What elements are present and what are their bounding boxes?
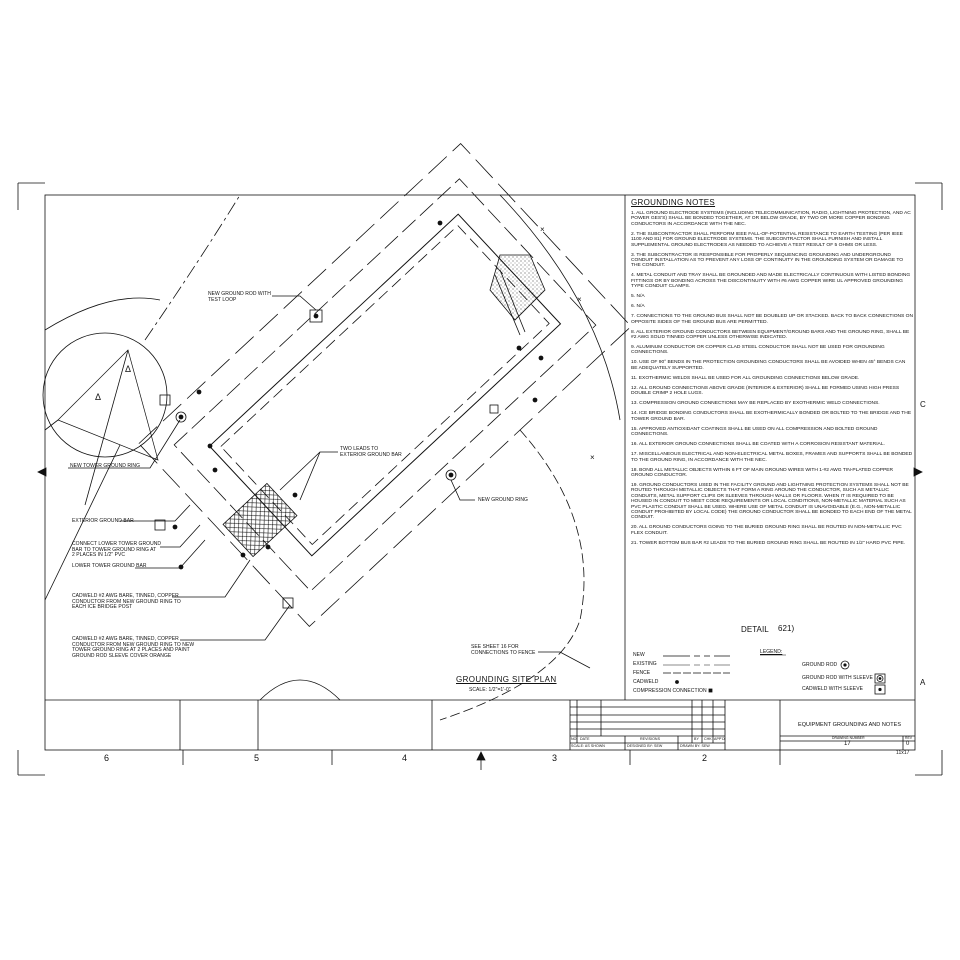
legend-cadweld-sleeve: CADWELD WITH SLEEVE xyxy=(802,686,863,692)
legend-existing: EXISTING xyxy=(633,661,657,667)
rev-by-header: BY xyxy=(694,737,699,741)
grounding-note: 1. ALL GROUND ELECTRODE SYSTEMS (INCLUDI… xyxy=(631,211,911,227)
grid-column-2: 2 xyxy=(702,753,708,763)
grounding-note: 14. ICE BRIDGE BONDING CONDUCTORS SHALL … xyxy=(631,411,912,422)
svg-text:×: × xyxy=(577,295,582,304)
rev-label: REV xyxy=(905,736,913,740)
grounding-note: 19. GROUND CONDUCTORS USED IN THE FACILI… xyxy=(631,482,912,521)
notes-list: 1. ALL GROUND ELECTRODE SYSTEMS (INCLUDI… xyxy=(631,211,913,546)
grounding-notes: GROUNDING NOTES 1. ALL GROUND ELECTRODE … xyxy=(631,198,913,551)
sheet-title: EQUIPMENT GROUNDING AND NOTES xyxy=(798,722,902,728)
grid-column-3: 3 xyxy=(552,753,558,763)
tower-ground-ring xyxy=(42,332,168,458)
grounding-note: 20. ALL GROUND CONDUCTORS GOING TO THE B… xyxy=(631,525,902,536)
site-plan: Δ Δ xyxy=(42,142,632,721)
scale-field: SCALE: AS SHOWN xyxy=(571,744,605,748)
sheet-corner-marks xyxy=(17,182,943,776)
callout-new-ground-ring: NEW GROUND RING xyxy=(478,497,528,503)
sheet-size: 11x17 xyxy=(896,750,910,756)
grounding-note: 21. TOWER BOTTOM BUS BAR #2 LEADS TO THE… xyxy=(631,540,906,546)
grounding-note: 3. THE SUBCONTRACTOR IS RESPONSIBLE FOR … xyxy=(631,252,904,269)
callout-cadweld-ice-bridge: CADWELD #2 AWG BARE, TINNED, COPPER COND… xyxy=(72,593,181,611)
callout-new-tower-ground-ring: NEW TOWER GROUND RING xyxy=(70,463,141,469)
rev-chk-header: CHK xyxy=(704,737,712,741)
grounding-note: 16. ALL EXTERIOR GROUND CONNECTIONS SHAL… xyxy=(631,442,885,448)
legend-title: LEGEND: xyxy=(760,649,783,655)
drawing-rev: 0 xyxy=(906,741,910,747)
legend-graphics xyxy=(663,654,886,695)
grid-column-5: 5 xyxy=(254,753,260,763)
legend-ground-rod-sleeve: GROUND ROD WITH SLEEVE xyxy=(802,675,873,681)
grounding-note: 4. METAL CONDUIT AND TRAY SHALL BE GROUN… xyxy=(631,273,911,290)
title-strip-cells xyxy=(179,700,915,750)
grounding-note: 5. N/A xyxy=(631,294,645,300)
rev-revisions-header: REVISIONS xyxy=(640,737,661,741)
notes-title: GROUNDING NOTES xyxy=(631,198,716,207)
rev-no-header: NO. xyxy=(571,737,578,741)
drawing-number: 17 xyxy=(844,741,851,747)
callout-see-sheet: SEE SHEET 16 FOR CONNECTIONS TO FENCE xyxy=(471,644,536,656)
grounding-note: 15. APPROVED ANTIOXIDANT COATINGS SHALL … xyxy=(631,426,878,438)
grid-row-c: C xyxy=(920,400,926,409)
north-arrow-icon xyxy=(476,751,486,770)
legend-fence: FENCE xyxy=(633,670,651,676)
right-center-arrow-icon xyxy=(913,467,923,477)
callout-two-leads: TWO LEADS TO EXTERIOR GROUND BAR xyxy=(340,446,402,458)
legend-new: NEW xyxy=(633,652,645,658)
rev-appd-header: APP'D xyxy=(714,737,725,741)
grounding-note: 11. EXOTHERMIC WELDS SHALL BE USED FOR A… xyxy=(631,375,860,381)
legend-ground-rod: GROUND ROD xyxy=(802,662,838,668)
callout-new-ground-rod-test-loop: NEW GROUND ROD WITH TEST LOOP xyxy=(208,291,271,303)
column-dividers xyxy=(182,750,781,765)
grounding-note: 10. USE OF 90° BENDS IN THE PROTECTION G… xyxy=(631,360,906,371)
callout-cadweld-tower: CADWELD #2 AWG BARE, TINNED, COPPER COND… xyxy=(72,636,195,659)
grounding-note: 9. ALUMINUM CONDUCTOR OR COPPER CLAD STE… xyxy=(631,345,885,356)
svg-text:×: × xyxy=(540,225,545,234)
grounding-note: 13. COMPRESSION GROUND CONNECTIONS MAY B… xyxy=(631,401,880,407)
grounding-note: 12. ALL GROUND CONNECTIONS ABOVE GRADE (… xyxy=(631,385,900,397)
grounding-note: 17. MISCELLANEOUS ELECTRICAL AND NON-ELE… xyxy=(631,452,913,463)
callout-lower-tower-ground-bar: LOWER TOWER GROUND BAR xyxy=(72,563,147,569)
rev-date-header: DATE xyxy=(580,737,590,741)
detail-label: DETAIL xyxy=(741,625,769,634)
grounding-note: 18. BOND ALL METALLIC OBJECTS WITHIN 6 F… xyxy=(631,467,894,478)
plan-title: GROUNDING SITE PLAN xyxy=(456,675,557,684)
designed-by-field: DESIGNED BY: SEW xyxy=(627,744,663,748)
grid-row-a: A xyxy=(920,678,926,687)
left-center-arrow-icon xyxy=(37,467,47,477)
drawing-number-label: DRAWING NUMBER xyxy=(832,736,865,740)
grounding-note: 6. N/A xyxy=(631,304,645,310)
grid-column-6: 6 xyxy=(104,753,110,763)
grounding-note: 7. CONNECTIONS TO THE GROUND BUS SHALL N… xyxy=(631,314,913,325)
svg-text:Δ: Δ xyxy=(95,392,101,402)
detail-number: 621) xyxy=(778,624,795,633)
legend-cadweld: CADWELD xyxy=(633,679,659,685)
drawn-by-field: DRAWN BY: SEW xyxy=(680,744,710,748)
grid-column-4: 4 xyxy=(402,753,408,763)
grounding-note: 2. THE SUBCONTRACTOR SHALL PERFORM IEEE … xyxy=(631,231,903,248)
svg-text:×: × xyxy=(590,453,595,462)
callout-connect-lower: CONNECT LOWER TOWER GROUND BAR TO TOWER … xyxy=(72,541,162,559)
legend-compression: COMPRESSION CONNECTION xyxy=(633,688,707,694)
callout-exterior-ground-bar: EXTERIOR GROUND BAR xyxy=(72,518,134,524)
svg-text:Δ: Δ xyxy=(125,364,131,374)
plan-scale: SCALE: 1/2"=1'-0" xyxy=(469,687,511,693)
grounding-note: 8. ALL EXTERIOR GROUND CONDUCTORS BETWEE… xyxy=(631,329,910,341)
